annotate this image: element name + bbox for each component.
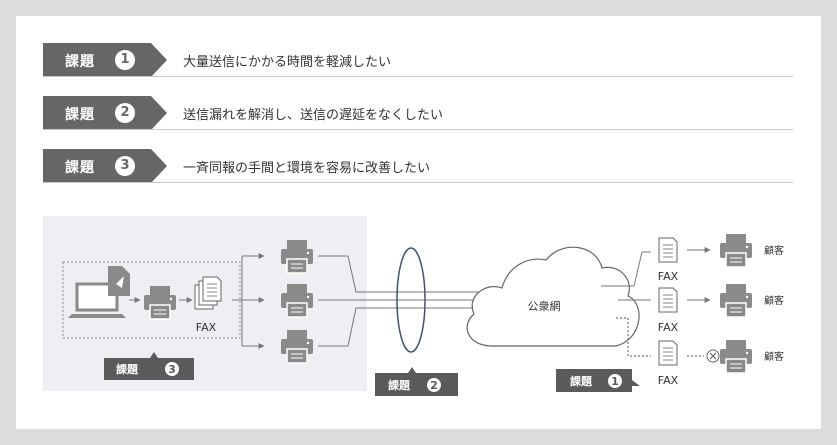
tag-word: 課題 — [570, 374, 593, 388]
tag-number: 3 — [168, 363, 176, 376]
issue-row-1: 課題 1 大量送信にかかる時間を軽減したい — [43, 43, 793, 77]
cloud-icon — [466, 246, 640, 347]
issue-tag-number: 3 — [115, 156, 135, 176]
line-bundle-ring — [396, 247, 426, 353]
printer-icon — [719, 233, 753, 268]
divider — [43, 182, 793, 183]
printer-icon — [719, 339, 753, 374]
distribution-bracket — [232, 253, 265, 349]
divider — [43, 129, 793, 130]
failed-delivery-line — [616, 317, 651, 357]
transmission-lines — [318, 255, 478, 347]
network-label: 公衆網 — [528, 299, 561, 313]
issue-tag-1-callout: 課題 1 — [556, 369, 640, 392]
fax-label: FAX — [196, 321, 217, 334]
issue-text: 大量送信にかかる時間を軽減したい — [183, 55, 392, 70]
issue-tag-number: 1 — [115, 50, 135, 70]
customer-label: 顧客 — [764, 294, 784, 307]
sender-dashed-box — [62, 261, 241, 339]
issue-tag-3-callout: 課題 3 — [104, 352, 194, 380]
error-icon — [706, 349, 720, 363]
issue-tag-word: 課題 — [65, 54, 95, 70]
divider — [43, 76, 793, 77]
issue-text: 一斉同報の手間と環境を容易に改善したい — [183, 161, 431, 176]
fax-stack-icon — [194, 276, 222, 310]
issue-text: 送信漏れを解消し、送信の遅延をなくしたい — [183, 108, 444, 123]
laptop-icon — [68, 282, 126, 318]
issue-row-2: 課題 2 送信漏れを解消し、送信の遅延をなくしたい — [43, 96, 793, 130]
fax-document-icon — [658, 340, 678, 366]
customer-label: 顧客 — [764, 244, 784, 257]
issue-tag-2-callout: 課題 2 — [375, 367, 458, 396]
tag-word: 課題 — [388, 378, 411, 392]
fax-network-diagram: FAX 課題 3 課題 2 公衆網 — [43, 216, 784, 396]
issue-tag-word: 課題 — [65, 107, 95, 123]
issue-tag-3: 課題 3 — [43, 149, 167, 183]
issue-tag-1: 課題 1 — [43, 43, 167, 77]
tag-number: 1 — [611, 375, 619, 388]
tag-number: 2 — [430, 379, 438, 392]
customer-label: 顧客 — [764, 350, 784, 363]
fax-label: FAX — [658, 321, 679, 334]
issue-tag-number: 2 — [115, 103, 135, 123]
tag-word: 課題 — [116, 362, 139, 376]
fax-label: FAX — [658, 374, 679, 387]
fax-document-icon — [658, 287, 678, 313]
document-icon — [108, 266, 130, 296]
fax-document-icon — [658, 237, 678, 263]
issue-tag-word: 課題 — [65, 160, 95, 176]
issue-tag-2: 課題 2 — [43, 96, 167, 130]
delivery-lines — [601, 247, 711, 303]
fax-label: FAX — [658, 270, 679, 283]
printer-icon — [719, 283, 753, 318]
issue-row-3: 課題 3 一斉同報の手間と環境を容易に改善したい — [43, 149, 793, 183]
